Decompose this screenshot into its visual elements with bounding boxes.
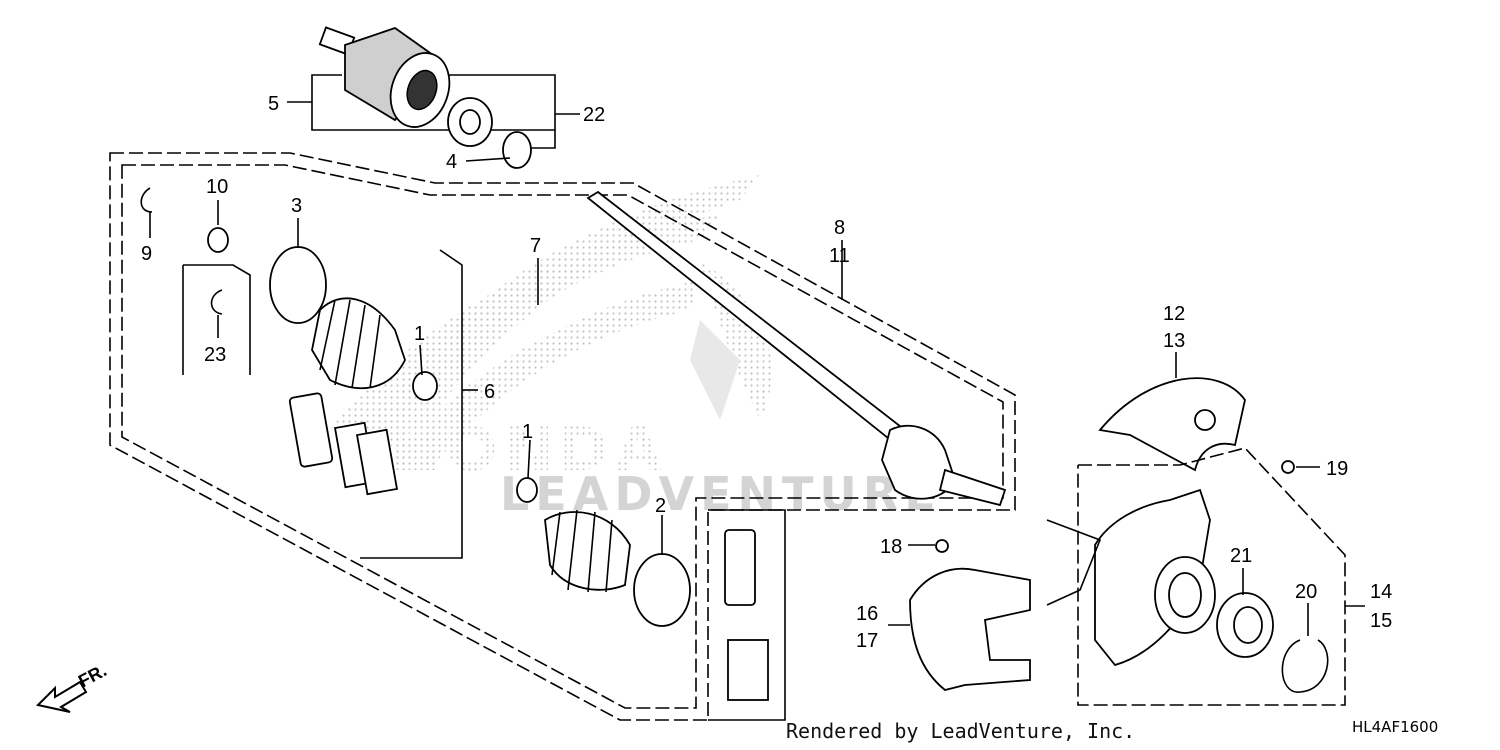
grease-pack-2 [724, 529, 756, 606]
diagram-code: HL4AF1600 [1352, 718, 1438, 736]
callout-2: 2 [655, 495, 666, 517]
frame-6 [183, 264, 251, 375]
guard-frame [1046, 519, 1102, 606]
frame-6-right [360, 249, 463, 559]
callout-3: 3 [291, 195, 302, 217]
boot-band-3 [269, 246, 327, 324]
circlip-4 [502, 131, 532, 169]
knuckle [1094, 488, 1216, 667]
knuckle-cover-12-13 [1098, 377, 1246, 472]
leader-lines [149, 101, 1365, 636]
callout-labels: 5 22 4 9 10 23 3 1 6 1 7 8 11 2 12 13 19… [141, 93, 1392, 652]
callout-14: 14 [1370, 581, 1392, 603]
circlip-10 [207, 227, 229, 253]
callout-1a: 1 [414, 323, 425, 345]
callout-18: 18 [880, 536, 902, 558]
callout-8: 8 [834, 217, 845, 239]
callout-4: 4 [446, 151, 457, 173]
callout-21: 21 [1230, 545, 1252, 567]
circlip-9 [140, 187, 153, 213]
knuckle-kit-outline [1077, 447, 1346, 706]
frame-2-group [708, 509, 786, 721]
callout-6: 6 [484, 381, 495, 403]
render-credit: Rendered by LeadVenture, Inc. [786, 719, 1135, 743]
callout-1b: 1 [522, 421, 533, 443]
band-1a [412, 371, 438, 401]
callout-17: 17 [856, 630, 878, 652]
shim-pack-3 [727, 639, 769, 701]
callout-10: 10 [206, 176, 228, 198]
guard-16-17 [909, 567, 1031, 691]
boot-small [544, 509, 631, 593]
bracket-5-22 [311, 74, 556, 131]
callout-11: 11 [829, 245, 850, 267]
callout-22: 22 [583, 104, 605, 126]
front-direction-arrow: FR. [35, 660, 110, 713]
callout-23: 23 [204, 344, 226, 366]
callout-20: 20 [1295, 581, 1317, 603]
drive-shaft [586, 190, 1007, 507]
callout-9: 9 [141, 243, 152, 265]
inner-cv-joint [318, 26, 451, 128]
grease-pack-1 [288, 392, 334, 468]
callout-12: 12 [1163, 303, 1185, 325]
band-1b [516, 477, 538, 503]
boot-large [311, 297, 406, 389]
bolt-19 [1281, 460, 1295, 474]
boot-band-2 [633, 553, 691, 627]
circlip-23 [210, 289, 223, 315]
callout-13: 13 [1163, 330, 1185, 352]
callout-19: 19 [1326, 458, 1348, 480]
bolt-18 [935, 539, 949, 553]
circlip-20 [1281, 639, 1329, 693]
callout-7: 7 [530, 235, 541, 257]
watermark-line1: HONDA [390, 415, 668, 485]
callout-15: 15 [1370, 610, 1392, 632]
shim-pack-2 [355, 428, 399, 496]
bearing-cage [447, 97, 493, 147]
callout-5: 5 [268, 93, 279, 115]
callout-16: 16 [856, 603, 878, 625]
bearing-21 [1216, 592, 1274, 658]
